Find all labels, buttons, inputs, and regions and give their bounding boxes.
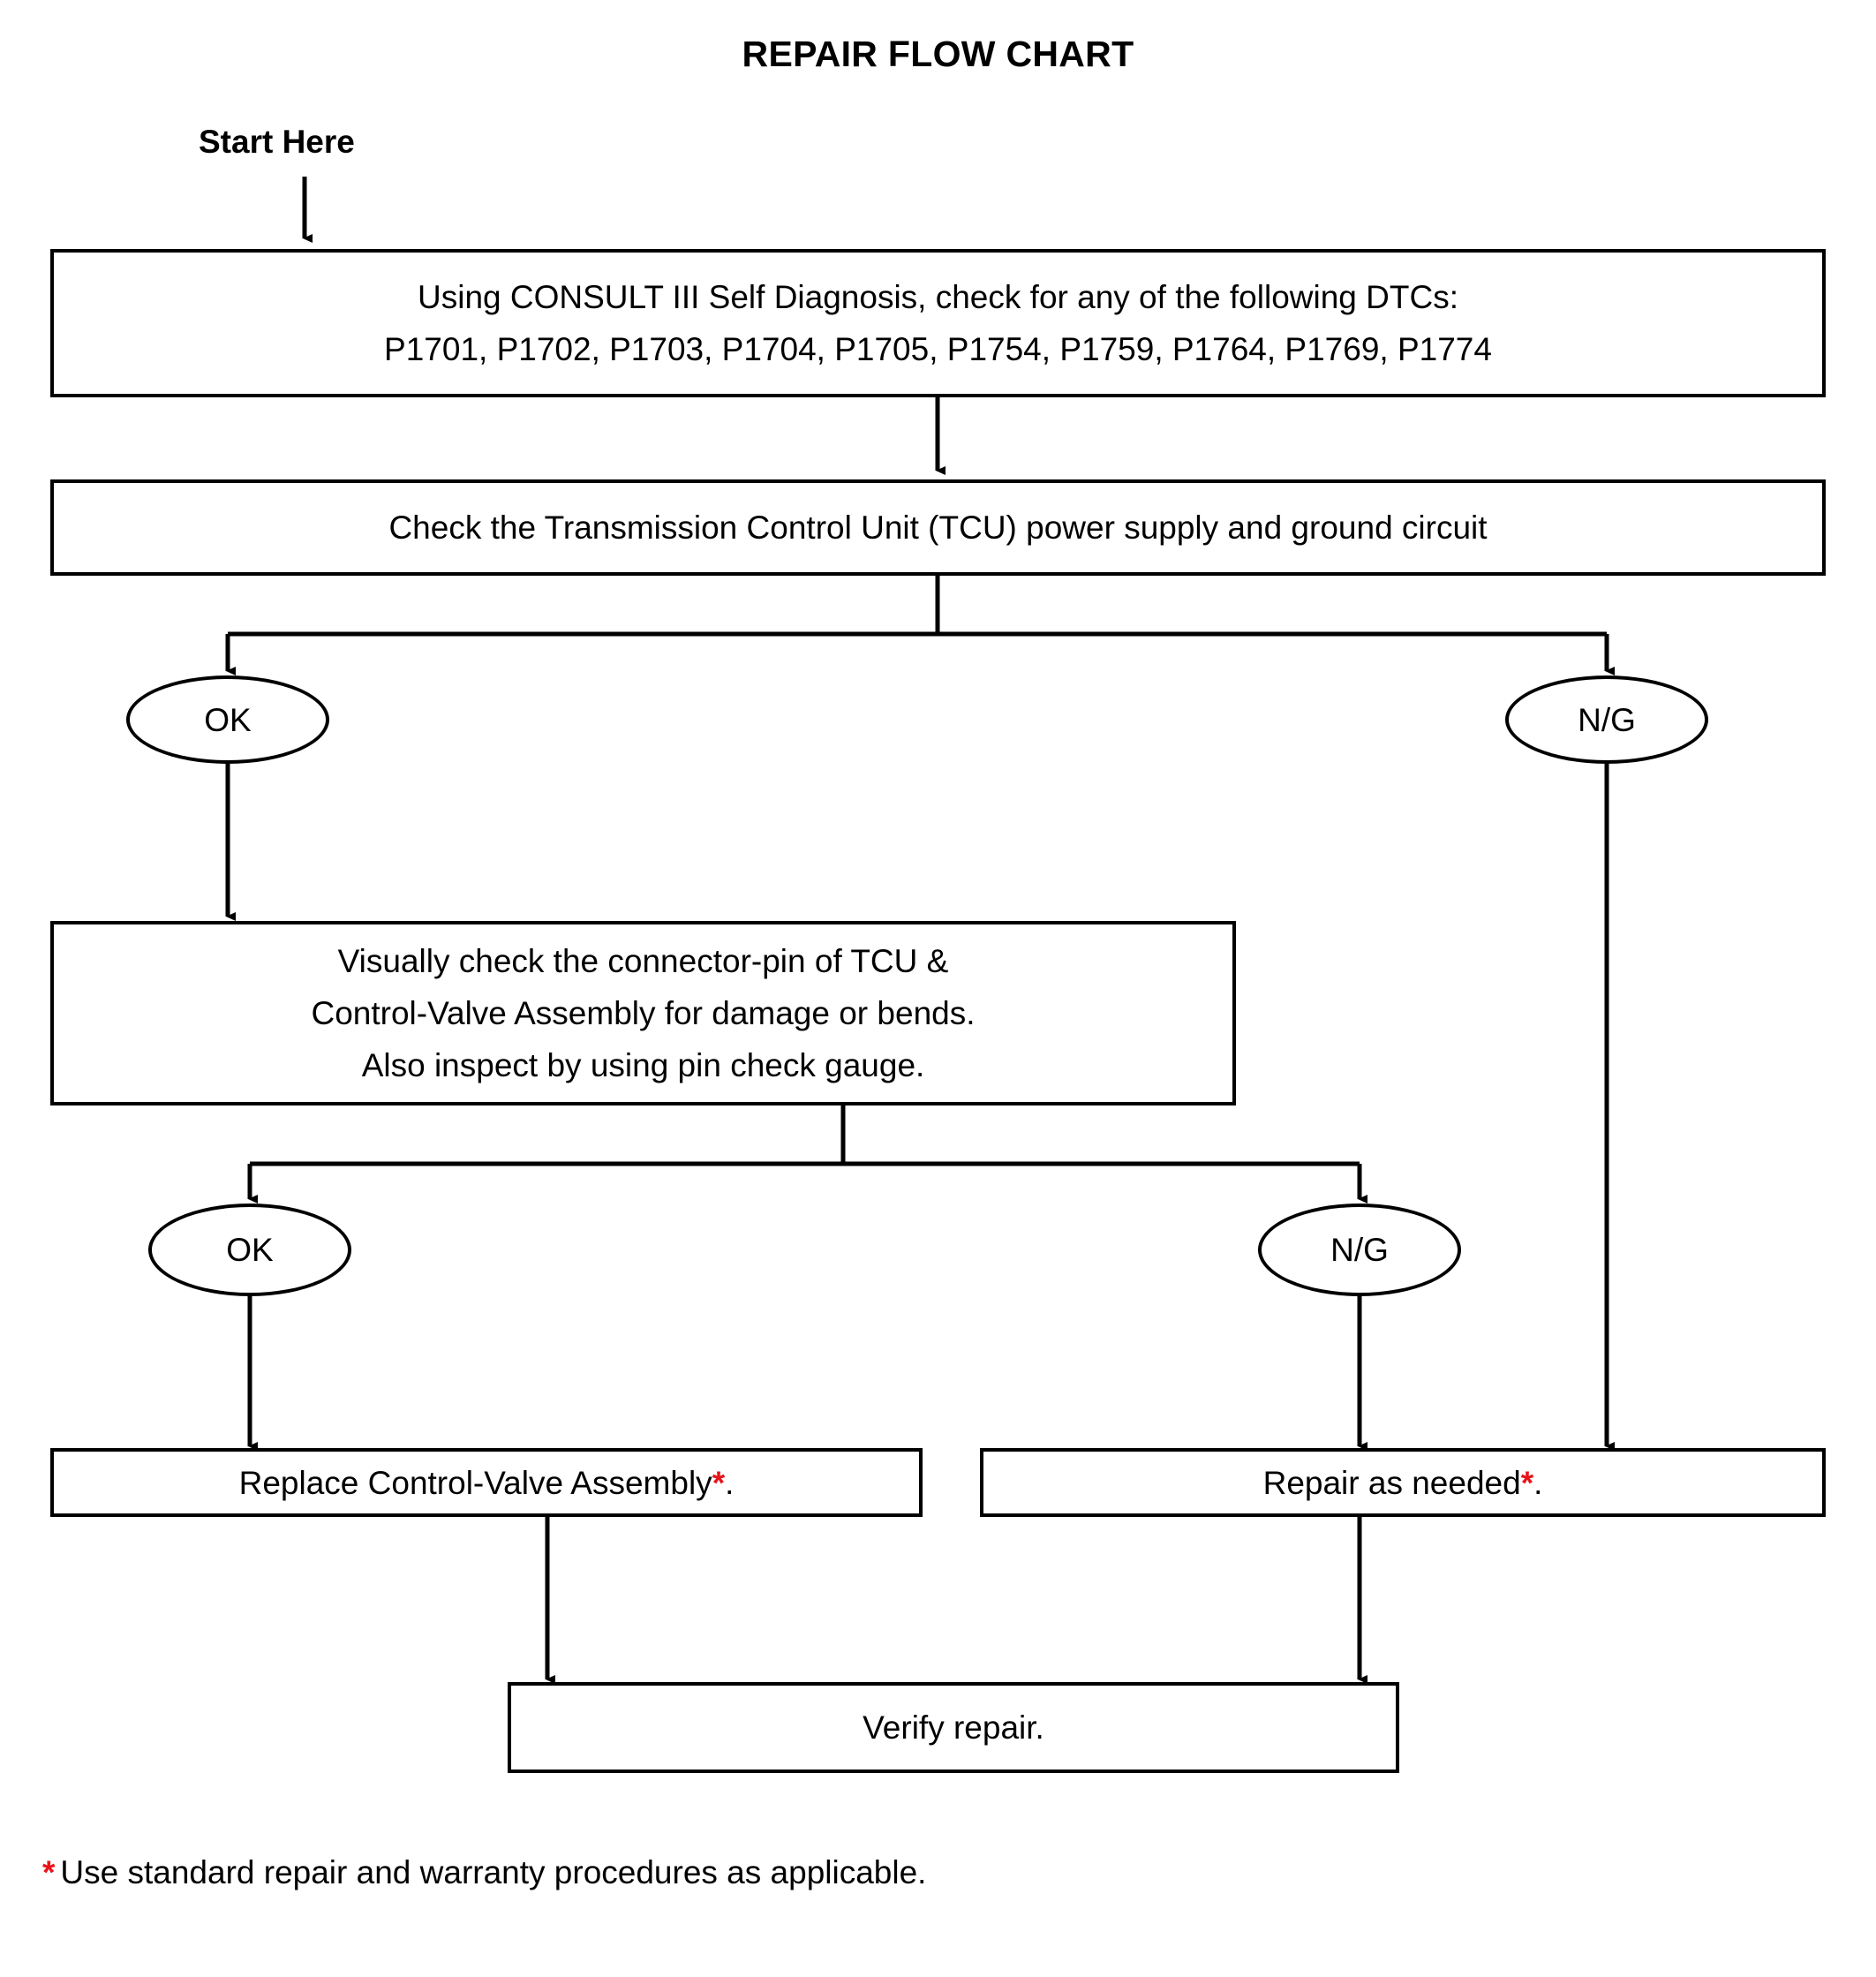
node-visual-inspection-line1: Visually check the connector-pin of TCU … (337, 943, 949, 979)
node-visual-inspection-line2: Control-Valve Assembly for damage or ben… (311, 995, 976, 1031)
page-title: REPAIR FLOW CHART (742, 34, 1134, 74)
node-repair-as-needed-text: Repair as needed (1262, 1464, 1521, 1501)
node-replace-control-valve-text: Replace Control-Valve Assembly (238, 1464, 712, 1501)
node-visual-inspection: Visually check the connector-pin of TCU … (50, 921, 1236, 1105)
node-dtc-check-line2: P1701, P1702, P1703, P1704, P1705, P1754… (384, 331, 1492, 367)
node-tcu-power-check: Check the Transmission Control Unit (TCU… (50, 479, 1826, 576)
node-replace-control-valve-label: Replace Control-Valve Assembly*. (239, 1467, 735, 1499)
node-verify-repair-label: Verify repair. (863, 1709, 1044, 1746)
node-repair-as-needed-suffix: . (1533, 1464, 1543, 1501)
asterisk-marker: * (1520, 1464, 1534, 1501)
node-dtc-check-line1: Using CONSULT III Self Diagnosis, check … (418, 279, 1458, 315)
node-repair-as-needed-label: Repair as needed*. (1263, 1467, 1543, 1499)
node-replace-control-valve: Replace Control-Valve Assembly*. (50, 1448, 923, 1517)
start-here-label: Start Here (199, 124, 355, 160)
node-repair-as-needed: Repair as needed*. (980, 1448, 1826, 1517)
footnote: *Use standard repair and warranty proced… (42, 1854, 926, 1891)
decision-ok-visual-label: OK (226, 1232, 274, 1268)
decision-ng-visual-label: N/G (1330, 1232, 1389, 1268)
decision-ng-power: N/G (1505, 675, 1708, 764)
decision-ng-visual: N/G (1258, 1204, 1461, 1296)
footnote-asterisk: * (42, 1854, 56, 1890)
node-replace-control-valve-suffix: . (725, 1464, 735, 1501)
decision-ok-power: OK (126, 675, 329, 764)
decision-ok-power-label: OK (204, 701, 252, 738)
node-verify-repair: Verify repair. (508, 1682, 1399, 1773)
footnote-text: Use standard repair and warranty procedu… (60, 1854, 927, 1890)
node-visual-inspection-line3: Also inspect by using pin check gauge. (361, 1047, 925, 1083)
node-tcu-power-check-label: Check the Transmission Control Unit (TCU… (388, 509, 1488, 546)
decision-ng-power-label: N/G (1578, 701, 1636, 738)
decision-ok-visual: OK (148, 1204, 351, 1296)
asterisk-marker: * (712, 1464, 726, 1501)
node-dtc-check: Using CONSULT III Self Diagnosis, check … (50, 249, 1826, 397)
